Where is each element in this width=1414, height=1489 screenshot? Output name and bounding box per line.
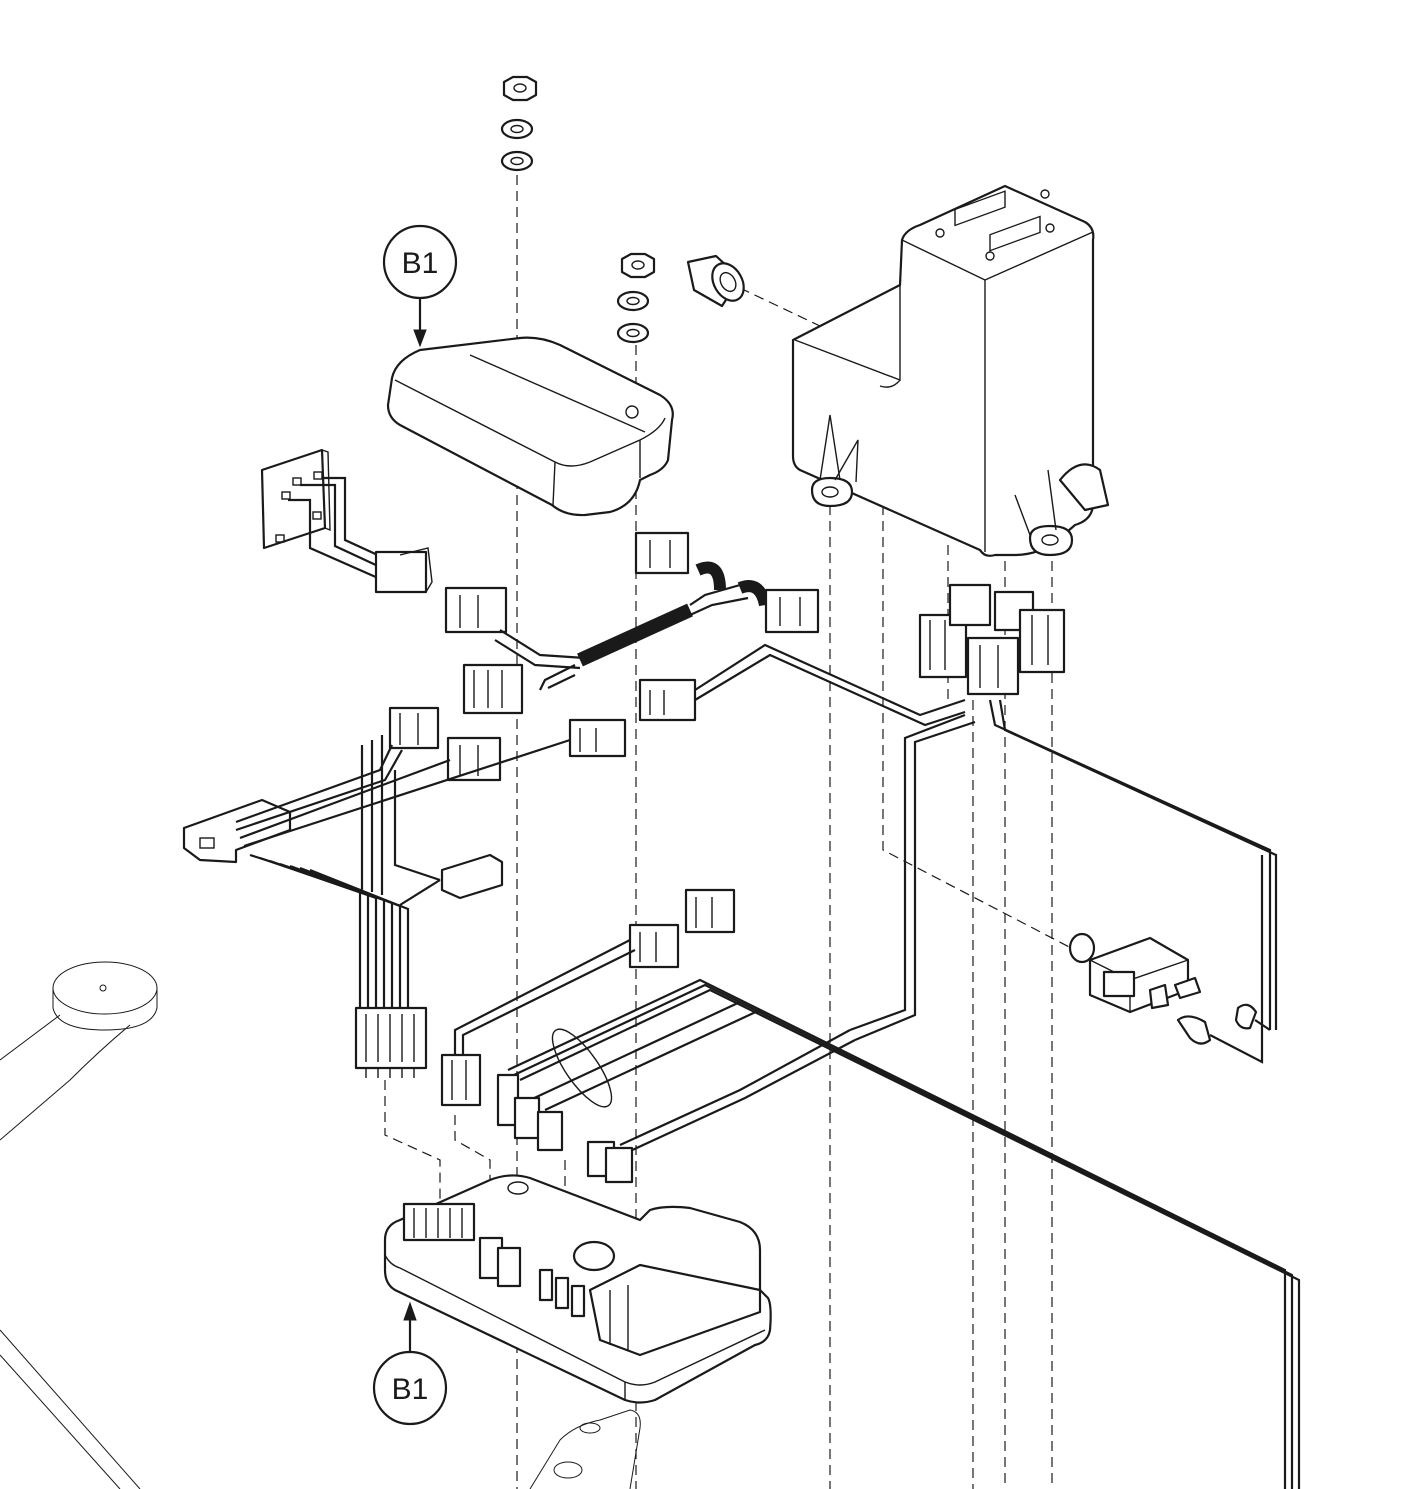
chassis-frame	[0, 961, 641, 1489]
strain-relief-bushing	[686, 254, 745, 308]
callout-b1-bottom: B1	[372, 1301, 448, 1426]
terminal-block-group	[918, 583, 1066, 696]
circuit-breaker	[1068, 855, 1271, 1064]
nut-washer-stack-left	[500, 75, 538, 172]
lower-connector-set	[440, 888, 1301, 1489]
callout-b1-top: B1	[382, 224, 458, 348]
callout-b1-bottom-label: B1	[392, 1373, 429, 1406]
left-wire-bundle	[182, 706, 627, 1078]
callout-b1-top-label: B1	[402, 247, 439, 280]
controller-body	[383, 1174, 772, 1404]
center-conduit-harness	[462, 531, 820, 715]
charger-wire-run	[638, 643, 1278, 1042]
panel-connector-harness	[260, 448, 508, 634]
controller-cover	[386, 336, 674, 517]
nut-washer-stack-right	[616, 252, 656, 344]
charger-housing	[791, 184, 1110, 557]
